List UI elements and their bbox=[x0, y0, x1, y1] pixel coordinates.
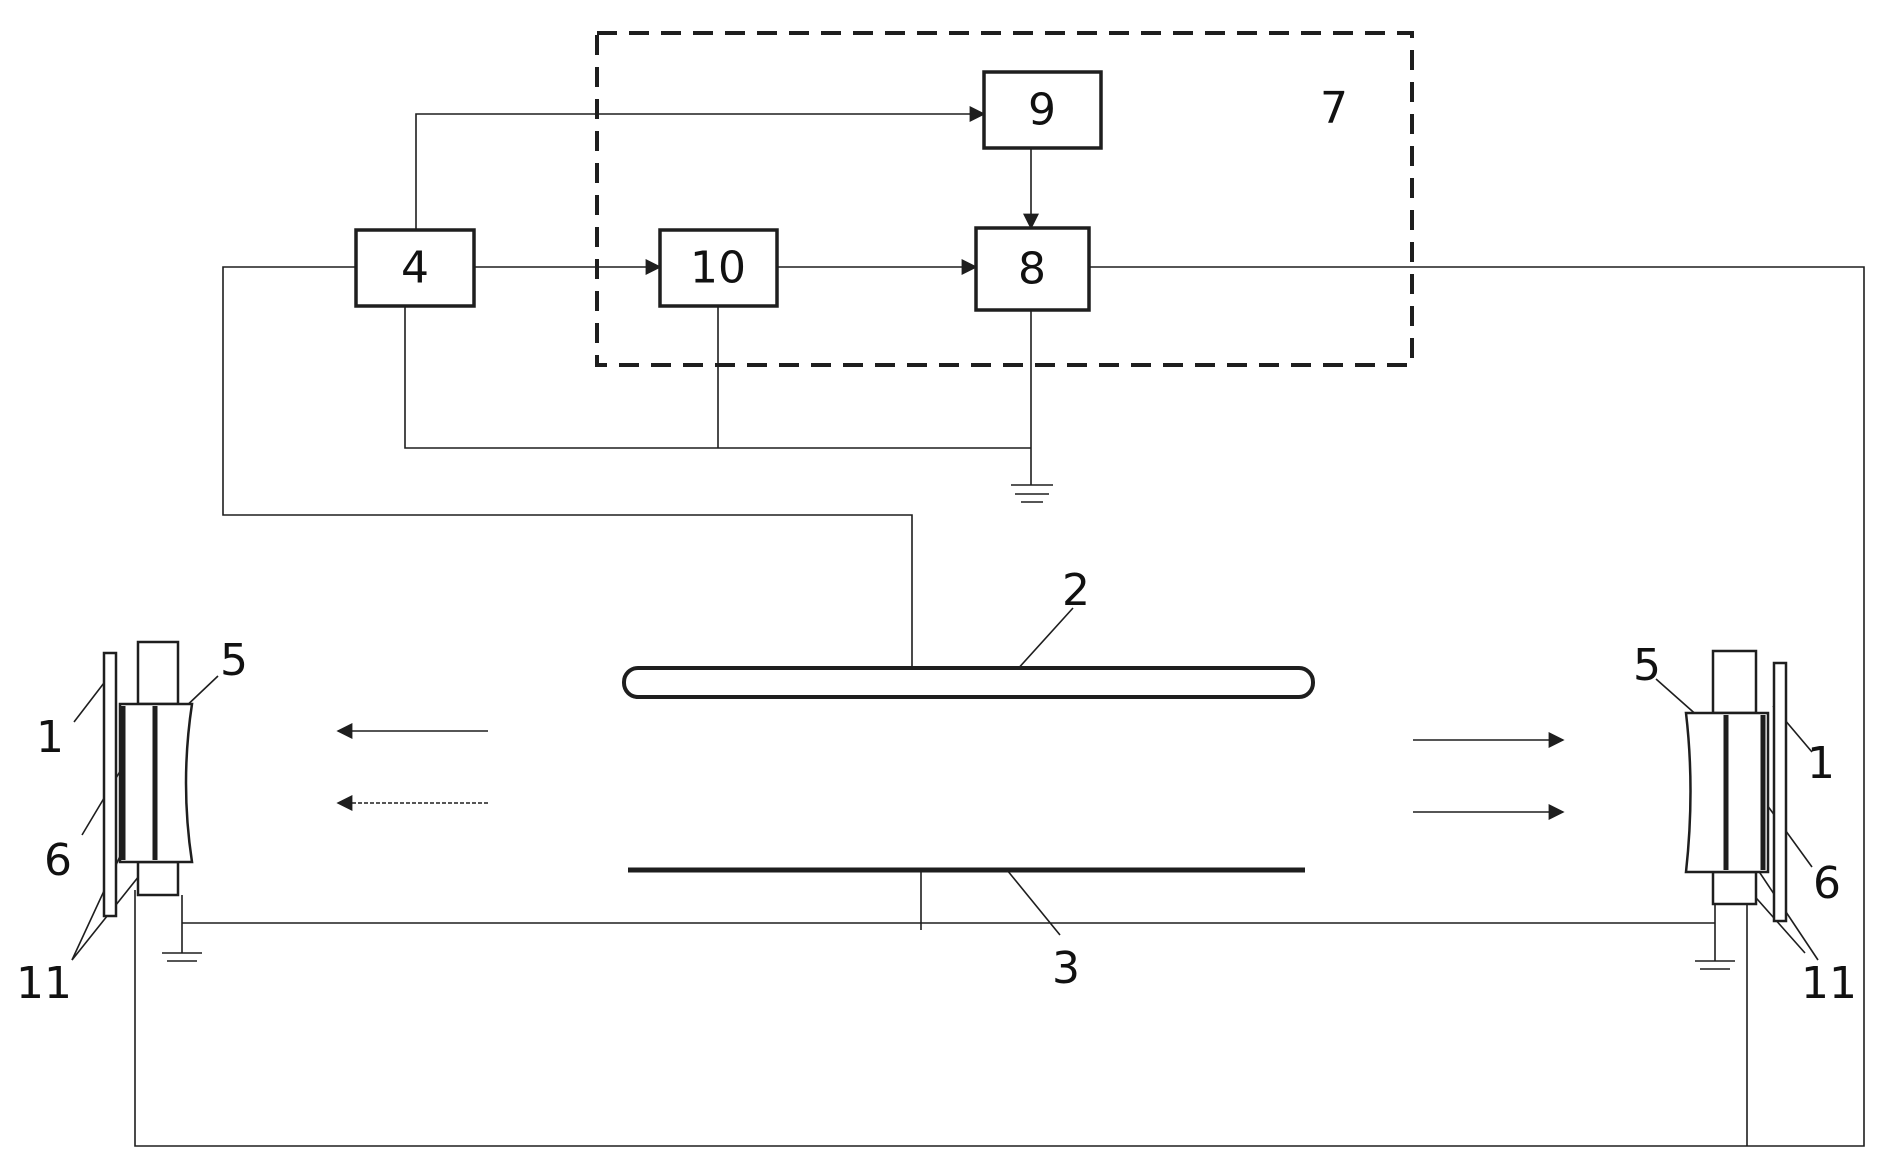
block-4-label: 4 bbox=[401, 243, 429, 294]
ground-symbol-left bbox=[162, 895, 202, 961]
ref-5-label-left: 5 bbox=[220, 635, 248, 686]
ref-3-label: 3 bbox=[1052, 943, 1080, 994]
direction-arrows-left bbox=[338, 731, 488, 803]
block-8-label: 8 bbox=[1018, 244, 1046, 295]
ref-5-label-right: 5 bbox=[1633, 640, 1661, 691]
ref-6-label-right: 6 bbox=[1813, 858, 1841, 909]
ref-1-label-left: 1 bbox=[36, 712, 64, 763]
ref-1-label-right: 1 bbox=[1807, 738, 1835, 789]
ref-2-label: 2 bbox=[1062, 565, 1090, 616]
ref-6-label-left: 6 bbox=[44, 835, 72, 886]
right-transducer bbox=[1686, 651, 1786, 921]
ref-11-label-left: 11 bbox=[16, 958, 72, 1009]
electrode-2 bbox=[624, 668, 1313, 697]
left-transducer bbox=[104, 642, 192, 916]
block-9-label: 9 bbox=[1028, 85, 1056, 136]
ground-symbol-top bbox=[1011, 485, 1053, 502]
ref-11-label-right: 11 bbox=[1801, 958, 1857, 1009]
unit-7-label: 7 bbox=[1320, 83, 1348, 134]
direction-arrows-right bbox=[1413, 740, 1563, 812]
block-10-label: 10 bbox=[690, 243, 746, 294]
wiring bbox=[72, 114, 1864, 1146]
